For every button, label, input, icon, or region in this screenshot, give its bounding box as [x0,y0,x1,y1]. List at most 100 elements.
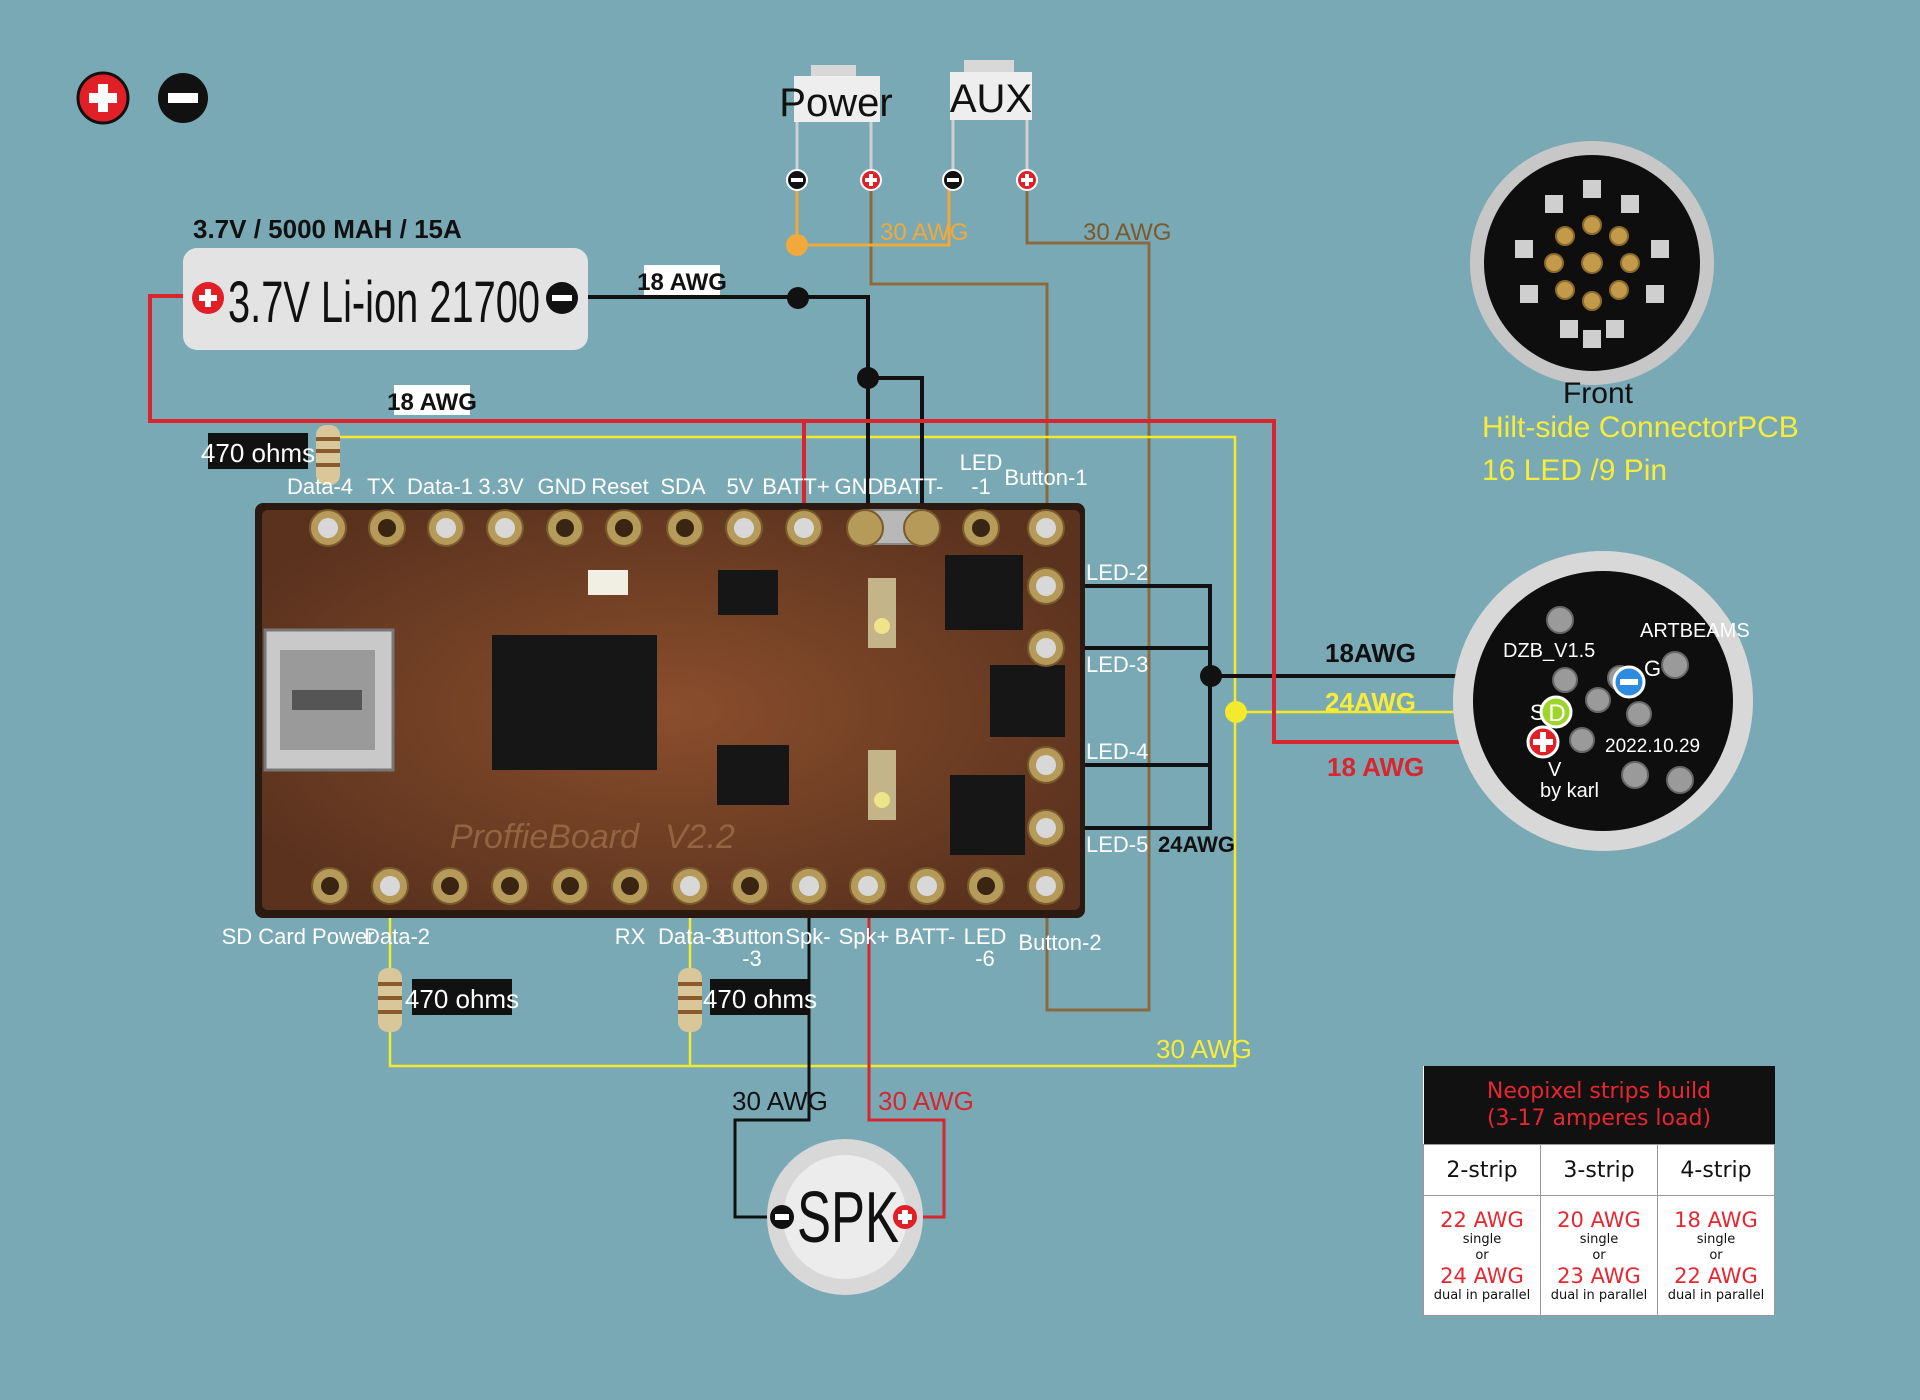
wire-label-led-group: 24AWG [1158,832,1235,857]
pin-label-spk-plus: Spk+ [839,924,890,949]
pin-label-reset: Reset [591,474,648,499]
led-chip [588,570,628,595]
awg-or-note: or [1592,1248,1606,1263]
awg-column-2-strip: 2-strip [1423,1144,1541,1196]
awg-or-note: or [1475,1248,1489,1263]
speaker-black-wire [733,875,811,1219]
neg-junction [787,287,809,309]
speaker[interactable]: SPK [767,1139,923,1295]
resistor-1-label: 470 ohms [201,438,315,468]
wire-label-connector-neg: 18AWG [1325,638,1416,668]
side-pads [1027,567,1065,847]
pin-label-led-6-a: LED [964,924,1007,949]
battery-label: 3.7V Li-ion 21700 [228,270,540,335]
pin-label-3v3: 3.3V [478,474,524,499]
top-pin-labels: Data-4 TX Data-1 3.3V GND Reset SDA 5V B… [287,450,1088,499]
pin-label-5v: 5V [727,474,754,499]
resistor-2-label: 470 ohms [405,984,519,1014]
legend-plus-icon [76,71,130,125]
awg-table-title-2: (3-17 amperes load) [1486,1106,1712,1131]
pin-label-gnd-2: GND [835,474,884,499]
chip-small-2 [718,570,778,615]
awg-or-note: or [1709,1248,1723,1263]
pin-label-data-4: Data-4 [287,474,353,499]
pin-label-led-3: LED-3 [1086,652,1148,677]
proffieboard[interactable]: ProffieBoard V2.2 [255,503,1085,918]
battery[interactable]: 3.7V Li-ion 21700 [183,248,588,350]
pin-label-sd-card-power: SD Card Power [222,924,375,949]
connector-front-subtitle: 16 LED /9 Pin [1482,454,1667,487]
connector-neg-marker [1612,665,1646,699]
connector-pin-d: D [1548,700,1565,727]
pin-label-led-5: LED-5 [1086,832,1148,857]
orange-wire [795,180,951,247]
connector-front-title: Hilt-side ConnectorPCB [1482,411,1799,444]
mosfet-3 [950,775,1025,855]
gnd-junction [857,367,879,389]
bottom-pads [311,867,1065,905]
connector-front [1470,141,1714,385]
resistor-2: 470 ohms [378,968,519,1032]
connector-pin-v: V [1548,759,1562,781]
legend-minus-icon [158,73,208,123]
yellow-junction [1225,701,1247,723]
button-a [868,578,896,648]
connector-pos-marker [1526,725,1560,759]
power-switch-label: Power [779,81,892,125]
wire-label-batt-neg: 18 AWG [637,265,727,296]
wire-label-connector-pos: 18 AWG [1327,752,1424,782]
resistor-3-label: 470 ohms [703,984,817,1014]
battery-plus-icon [192,282,224,314]
battery-spec: 3.7V / 5000 MAH / 15A [193,214,462,244]
pin-label-sda: SDA [660,474,706,499]
switch-pin-markers [786,169,1038,191]
connector-back-date: 2022.10.29 [1605,736,1700,757]
button-b [868,750,896,820]
chip-small-1 [717,745,789,805]
awg-single-note: single [1462,1232,1502,1247]
wire-label-spk-neg: 30 AWG [732,1086,828,1116]
pin-label-rx: RX [615,924,646,949]
speaker-red-wire [867,900,946,1219]
awg-dual-value: 24 AWG [1440,1264,1524,1288]
pin-label-led-4: LED-4 [1086,739,1148,764]
connector-pin-g: G [1644,656,1661,681]
battery-minus-icon [546,282,578,314]
bottom-pin-labels: SD Card Power Data-2 RX Data-3 Button -3… [222,924,1102,971]
wire-label-connector-data: 24AWG [1325,687,1416,717]
awg-column-3-strip: 3-strip [1540,1144,1658,1196]
pin-label-data-1: Data-1 [407,474,473,499]
board-silk-name: ProffieBoard [450,818,640,856]
mcu-chip [492,635,657,770]
aux-switch[interactable]: AUX [950,60,1032,180]
wire-label-spk-pos: 30 AWG [878,1086,974,1116]
pin-label-button-3-a: Button [720,924,784,949]
pin-label-led-6-b: -6 [975,946,995,971]
awg-table-header: Neopixel strips build (3-17 amperes load… [1423,1066,1775,1145]
awg-cell-4-strip: 18 AWG single or 22 AWG dual in parallel [1657,1195,1775,1316]
awg-dual-note: dual in parallel [1667,1288,1765,1303]
pin-label-data-3: Data-3 [658,924,724,949]
pin-label-button-1: Button-1 [1004,465,1087,490]
pin-label-button-3-b: -3 [742,946,762,971]
power-switch[interactable]: Power [779,65,893,180]
connector-back-author: by karl [1540,780,1599,802]
awg-dual-note: dual in parallel [1433,1288,1531,1303]
pin-label-gnd: GND [538,474,587,499]
wire-label-data-bus: 30 AWG [1156,1034,1252,1064]
awg-single-note: single [1696,1232,1736,1247]
wire-label-batt-pos: 18 AWG [387,385,477,416]
pin-label-led-1-a: LED [960,450,1003,475]
connector-back: ARTBEAMS DZB_V1.5 2022.10.29 by karl G S… [1453,551,1753,851]
pin-label-spk-minus: Spk- [785,924,830,949]
awg-column-4-strip: 4-strip [1657,1144,1775,1196]
pin-label-batt-minus-2: BATT- [895,924,956,949]
speaker-label: SPK [797,1178,899,1258]
awg-single-value: 22 AWG [1440,1208,1524,1232]
awg-single-value: 18 AWG [1674,1208,1758,1232]
connector-front-label: Front [1563,377,1634,410]
aux-switch-label: AUX [950,77,1032,121]
board-silk-version: V2.2 [665,818,735,856]
